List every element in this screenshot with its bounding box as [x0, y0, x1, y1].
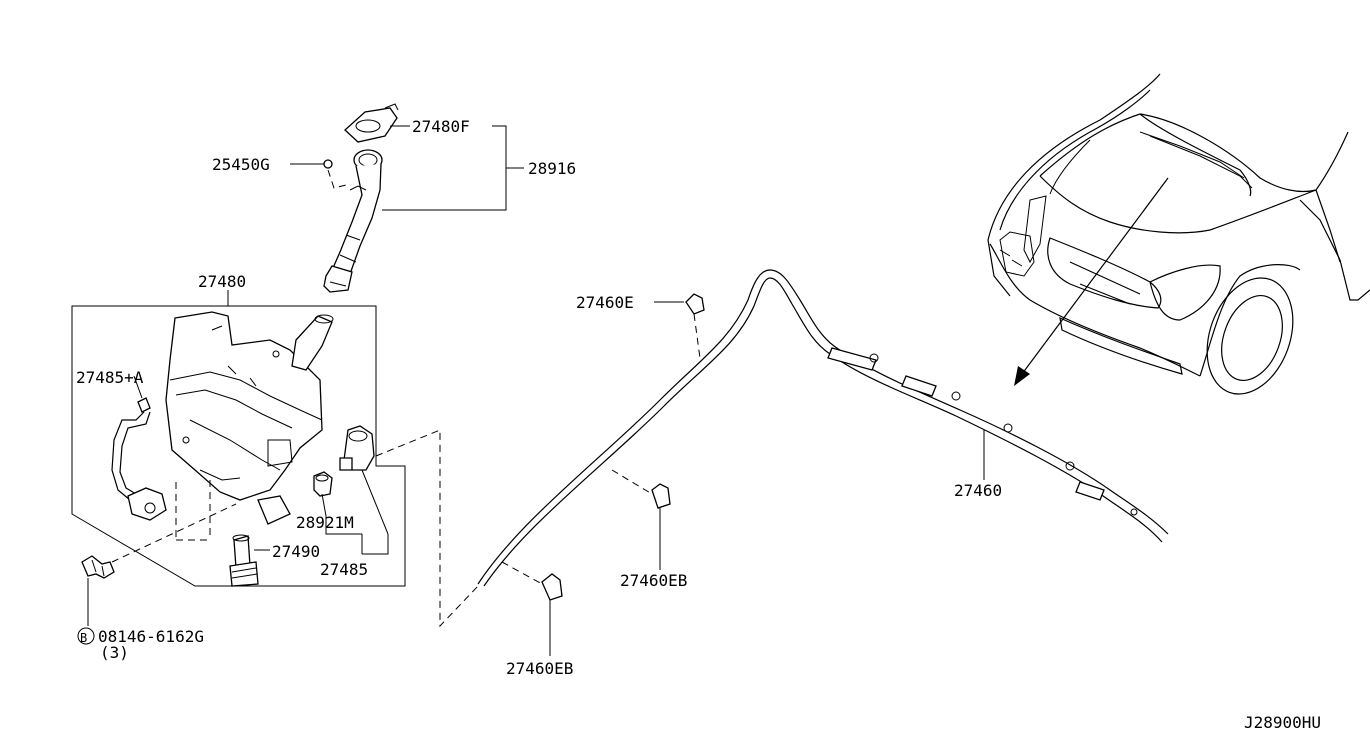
washer-pump-part[interactable] [339, 425, 375, 471]
bolt-mark-letter: B [80, 631, 87, 645]
label-27460: 27460 [954, 481, 1002, 500]
label-27480F: 27480F [412, 117, 470, 136]
bolt-mark-circle [77, 627, 95, 645]
location-arrow [1014, 177, 1169, 386]
label-27490: 27490 [272, 542, 320, 561]
hose-nozzle-assy[interactable] [827, 347, 1138, 516]
leaders-tank [175, 469, 389, 555]
label-27460EB-mid: 27460EB [620, 571, 687, 590]
filler-neck-part[interactable] [323, 149, 383, 293]
washer-hose-routing[interactable] [477, 269, 1169, 587]
filler-cap-part[interactable] [344, 103, 399, 143]
label-27460EB-bottom: 27460EB [506, 659, 573, 678]
pump-hose-connection [375, 429, 479, 628]
clip-part-27460EB-mid[interactable] [651, 483, 671, 509]
label-bolt-qty: (3) [100, 643, 129, 662]
label-bolt-code: 08146-6162G [98, 627, 204, 646]
label-27485: 27485 [320, 560, 368, 579]
callout-box-27480 [71, 305, 406, 587]
clip-part-25450G[interactable] [323, 159, 351, 189]
bolt-part[interactable] [81, 555, 115, 579]
grommet-part-28921M[interactable] [313, 471, 333, 497]
label-25450G: 25450G [212, 155, 270, 174]
label-27480: 27480 [198, 272, 246, 291]
filter-part-27490[interactable] [229, 534, 259, 587]
clip-part-27460EB-bottom[interactable] [541, 573, 563, 601]
hose-part-27485A[interactable] [111, 397, 167, 521]
clip-part-27460E[interactable] [685, 293, 705, 315]
vehicle-front-illustration [987, 73, 1370, 395]
diagram-code: J28900HU [1244, 713, 1321, 732]
leaders-top [290, 125, 524, 211]
label-27460E: 27460E [576, 293, 634, 312]
label-28916: 28916 [528, 159, 576, 178]
label-28921M: 28921M [296, 513, 354, 532]
label-27485A: 27485+A [76, 368, 144, 387]
washer-tank-part[interactable] [165, 311, 334, 525]
